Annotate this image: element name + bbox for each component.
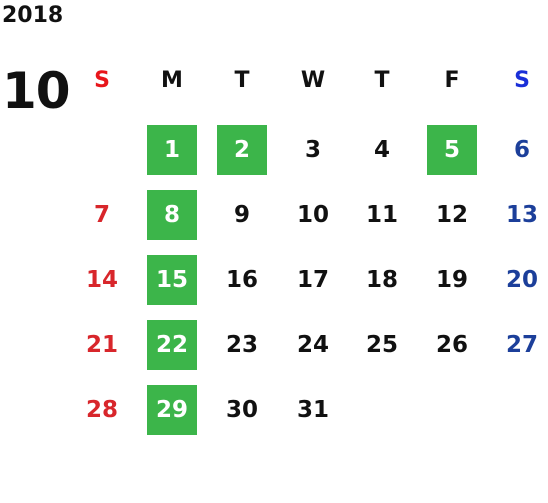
day-cell-18[interactable]: 18 bbox=[365, 267, 398, 293]
weekday-header-sunday: S bbox=[94, 68, 110, 93]
day-cell-11[interactable]: 11 bbox=[365, 202, 398, 228]
day-cell-2[interactable]: 2 bbox=[233, 137, 250, 163]
day-cell-14[interactable]: 14 bbox=[85, 267, 118, 293]
day-cell-15[interactable]: 15 bbox=[155, 267, 188, 293]
day-cell-17[interactable]: 17 bbox=[296, 267, 329, 293]
day-cell-19[interactable]: 19 bbox=[435, 267, 468, 293]
day-cell-24[interactable]: 24 bbox=[296, 332, 329, 358]
calendar-month: 10 bbox=[2, 62, 71, 120]
day-cell-3[interactable]: 3 bbox=[304, 137, 321, 163]
calendar-year: 2018 bbox=[2, 3, 64, 28]
highlight-marker bbox=[217, 125, 267, 175]
highlight-marker bbox=[147, 125, 197, 175]
weekday-header-thursday: T bbox=[374, 68, 390, 93]
day-cell-20[interactable]: 20 bbox=[505, 267, 538, 293]
highlight-marker bbox=[147, 255, 197, 305]
day-cell-5[interactable]: 5 bbox=[443, 137, 460, 163]
highlight-marker bbox=[427, 125, 477, 175]
day-cell-9[interactable]: 9 bbox=[233, 202, 250, 228]
day-cell-10[interactable]: 10 bbox=[296, 202, 329, 228]
weekday-header-wednesday: W bbox=[300, 68, 326, 93]
weekday-header-saturday: S bbox=[514, 68, 530, 93]
day-cell-31[interactable]: 31 bbox=[296, 397, 329, 423]
day-cell-23[interactable]: 23 bbox=[225, 332, 258, 358]
day-cell-1[interactable]: 1 bbox=[163, 137, 180, 163]
day-cell-8[interactable]: 8 bbox=[163, 202, 180, 228]
day-cell-7[interactable]: 7 bbox=[93, 202, 110, 228]
day-cell-28[interactable]: 28 bbox=[85, 397, 118, 423]
highlight-marker bbox=[147, 190, 197, 240]
weekday-header-friday: F bbox=[444, 68, 460, 93]
day-cell-4[interactable]: 4 bbox=[373, 137, 390, 163]
day-cell-22[interactable]: 22 bbox=[155, 332, 188, 358]
highlight-marker bbox=[147, 320, 197, 370]
day-cell-29[interactable]: 29 bbox=[155, 397, 188, 423]
weekday-header-tuesday: T bbox=[234, 68, 250, 93]
weekday-header-monday: M bbox=[161, 68, 183, 93]
day-cell-25[interactable]: 25 bbox=[365, 332, 398, 358]
day-cell-6[interactable]: 6 bbox=[513, 137, 530, 163]
highlight-marker bbox=[147, 385, 197, 435]
day-cell-27[interactable]: 27 bbox=[505, 332, 538, 358]
day-cell-12[interactable]: 12 bbox=[435, 202, 468, 228]
day-cell-13[interactable]: 13 bbox=[505, 202, 538, 228]
day-cell-21[interactable]: 21 bbox=[85, 332, 118, 358]
day-cell-26[interactable]: 26 bbox=[435, 332, 468, 358]
day-cell-16[interactable]: 16 bbox=[225, 267, 258, 293]
day-cell-30[interactable]: 30 bbox=[225, 397, 258, 423]
